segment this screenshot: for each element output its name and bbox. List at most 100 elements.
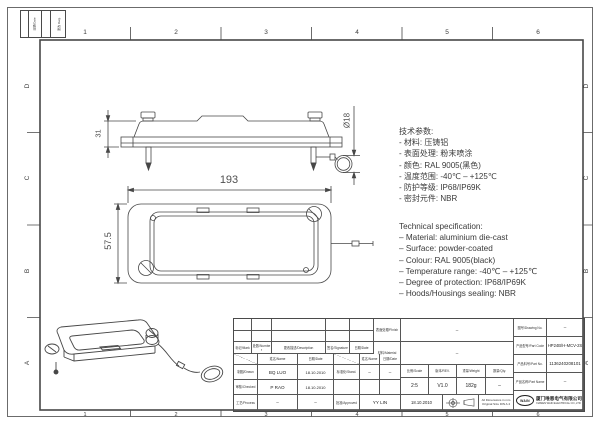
grid-ref-top-6: 6 xyxy=(536,29,540,36)
material-value-cell: – xyxy=(401,342,514,365)
tech-spec-en-title: Technical specification: xyxy=(399,222,483,231)
revision-strip-cell xyxy=(42,11,51,37)
tech-spec-en-line: – Colour: RAL 9005(black) xyxy=(399,255,496,265)
part-no-value-cell: 1136240208101 xyxy=(547,355,584,373)
revision-empty-cell xyxy=(326,319,350,331)
grid-ref-bottom-4: 4 xyxy=(355,412,359,418)
dim-height xyxy=(104,110,136,158)
approval-name2-header: 姓名/Name xyxy=(360,354,380,365)
qty-label-cell: 数量/Qty. xyxy=(486,365,514,378)
revision-mark-header: 标记/Mark xyxy=(234,342,252,354)
tech-spec-en-line: – Surface: powder-coated xyxy=(399,244,493,254)
rev-label-cell: 版本/REV. xyxy=(429,365,457,378)
revision-empty-cell xyxy=(272,319,326,331)
title-block: 标记/Mark 处数/Number 更改描述/Description 签名/Si… xyxy=(233,318,585,412)
dim-width-label: 57.5 xyxy=(103,232,113,250)
checked-label-cell: 审核/Checked xyxy=(234,380,258,395)
revision-empty-cell xyxy=(350,331,374,342)
approval-empty-cell xyxy=(380,380,401,395)
approval-date2-header: 日期/Date xyxy=(380,354,401,365)
wain-logo: WAIN xyxy=(516,395,534,406)
qty-value-cell: – xyxy=(486,378,514,395)
revision-empty-cell xyxy=(350,319,374,331)
grid-ref-left-b: B xyxy=(24,268,31,274)
dim-height-label: 31 xyxy=(93,129,103,138)
rev-value-cell: V1.0 xyxy=(429,378,457,395)
approval-diagonal-cell xyxy=(334,354,360,365)
revision-strip-cell xyxy=(21,11,29,37)
first-angle-projection-icon xyxy=(446,397,460,408)
checked-name-cell: P RAO xyxy=(258,380,298,395)
approval-empty-cell xyxy=(334,380,360,395)
tech-spec-cn: 技术参数: - 材料: 压铸铝 - 表面处理: 粉末喷涂 - 颜色: RAL 9… xyxy=(399,126,497,204)
grid-ref-top-3: 3 xyxy=(264,29,268,36)
top-view xyxy=(127,203,374,284)
tech-spec-cn-line: - 颜色: RAL 9005(黑色) xyxy=(399,160,481,170)
revision-strip-dwg-cell: 更改 Dwg. xyxy=(51,11,67,37)
company-cell: WAIN 厦门唯恩电气有限公司 XIAMEN WAIN ELECTRICAL C… xyxy=(514,391,584,411)
approval-name-header: 姓名/Name xyxy=(258,354,298,365)
revision-strip: 日期/Date 更改 Dwg. xyxy=(20,10,66,38)
grid-ref-left-c: C xyxy=(24,175,31,181)
finish-value-cell: – xyxy=(401,319,514,342)
grid-ref-top-4: 4 xyxy=(355,29,359,36)
grid-ref-bottom-5: 5 xyxy=(445,412,449,418)
approved-label-cell: 批准/Approved xyxy=(334,395,360,411)
tech-spec-en-line: – Material: aluminium die-cast xyxy=(399,233,508,243)
approved-name-cell: YY LIN xyxy=(360,395,401,411)
dim-width xyxy=(114,202,127,285)
finish-label-cell: 表面处理/Finish xyxy=(374,319,401,342)
part-code-label-cell: 产品型号/Part Code xyxy=(514,337,547,355)
grid-ref-left-a: A xyxy=(24,360,31,366)
revision-strip-date-label: 日期/Date xyxy=(33,17,38,31)
projection-symbols-cell xyxy=(443,395,479,411)
tech-spec-cn-line: - 防护等级: IP68/IP69K xyxy=(399,182,481,192)
revision-empty-cell xyxy=(234,331,252,342)
stand-label-cell: 标准化/Stand. xyxy=(334,365,360,380)
revision-number-header: 处数/Number xyxy=(252,342,272,354)
dimensions-note-line1: All Dimensions in mm xyxy=(481,397,511,402)
revision-strip-date-cell: 日期/Date xyxy=(29,11,42,37)
dimensions-note-line2: Original Size DIN A 4 xyxy=(481,401,510,406)
drawing-no-value-cell: – xyxy=(547,319,584,337)
company-name-en: XIAMEN WAIN ELECTRICAL CO.,LTD xyxy=(536,401,581,405)
grid-ref-bottom-3: 3 xyxy=(264,412,268,418)
drawn-label-cell: 制图/Drawn xyxy=(234,365,258,380)
process-name-cell: – xyxy=(258,395,298,411)
approval-date-header: 日期/Date xyxy=(298,354,334,365)
part-name-value-cell: – xyxy=(547,373,584,391)
tech-spec-en-line: – Degree of protection: IP68/IP69K xyxy=(399,277,526,287)
dim-cap-diameter xyxy=(343,106,360,185)
tech-spec-en: Technical specification: – Material: alu… xyxy=(399,221,537,299)
tech-spec-cn-line: - 材料: 压铸铝 xyxy=(399,138,449,148)
part-name-label-cell: 产品名称/Part Name xyxy=(514,373,547,391)
revision-description-header: 更改描述/Description xyxy=(272,342,326,354)
approved-date-cell: 18.10.2010 xyxy=(401,395,443,411)
grid-ref-top-1: 1 xyxy=(83,29,87,36)
scale-value-cell: 2:5 xyxy=(401,378,429,395)
revision-empty-cell xyxy=(272,331,326,342)
revision-signature-header: 签名/Signature xyxy=(326,342,350,354)
company-name-cn: 厦门唯恩电气有限公司 xyxy=(536,396,582,402)
dim-length-label: 193 xyxy=(219,174,239,186)
approval-empty-cell xyxy=(360,380,380,395)
grid-ref-right-c: C xyxy=(583,175,590,181)
company-names: 厦门唯恩电气有限公司 XIAMEN WAIN ELECTRICAL CO.,LT… xyxy=(536,396,582,405)
scale-label-cell: 比例/Scale xyxy=(401,365,429,378)
revision-empty-cell xyxy=(252,319,272,331)
checked-date-cell: 18.10.2010 xyxy=(298,380,334,395)
dim-cap-diameter-label: Ø18 xyxy=(342,112,352,129)
tech-spec-en-line: – Hoods/Housings sealing: NBR xyxy=(399,289,516,299)
cone-projection-icon xyxy=(463,398,475,407)
grid-ref-top-2: 2 xyxy=(174,29,178,36)
revision-empty-cell xyxy=(252,331,272,342)
tech-spec-cn-line: - 表面处理: 粉末喷涂 xyxy=(399,149,473,159)
grid-ref-top-5: 5 xyxy=(445,29,449,36)
stand-date-cell: – xyxy=(380,365,401,380)
grid-ref-right-d: D xyxy=(583,83,590,89)
grid-ref-left-d: D xyxy=(24,83,31,89)
drawn-name-cell: BQ LUO xyxy=(258,365,298,380)
weight-value-cell: 182g xyxy=(457,378,486,395)
